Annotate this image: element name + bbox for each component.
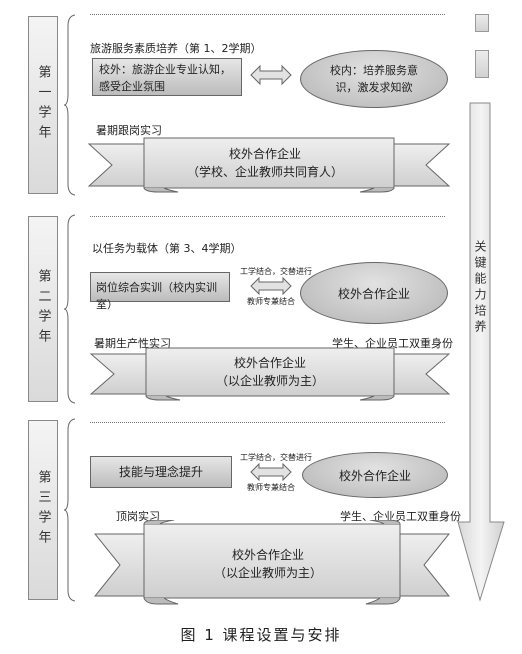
year-3-banner-title: 校外合作企业 [231,548,304,562]
year-1-topic: 旅游服务素质培养（第 1、2学期） [90,42,262,55]
figure-caption: 图 1 课程设置与安排 [180,626,342,644]
year-3-internship-label: 顶岗实习 [116,510,160,523]
year-2-topic: 以任务为载体（第 3、4学期） [92,242,242,255]
year-2-banner-title: 校外合作企业 [233,356,306,370]
year-1-left-box: 校外：旅游企业专业认知，感受企业氛围 [92,58,242,96]
year-2-arrow-bottom-label: 教师专兼结合 [247,297,295,306]
year-3-arrow-bottom-label: 教师专兼结合 [247,483,295,492]
year-2-right-ellipse-text: 校外合作企业 [337,286,410,301]
year-1-divider [90,14,445,15]
year-2-brace [64,214,76,404]
year-1-banner-title: 校外合作企业 [228,147,301,161]
year-3-right-ellipse: 校外合作企业 [302,452,448,498]
year-2-internship-label: 暑期生产性实习 [94,337,171,350]
side-down-arrow [457,102,505,602]
year-2-dual-identity: 学生、企业员工双重身份 [332,337,453,350]
year-1-banner-sub: （学校、企业教师共同育人） [186,165,343,179]
year-3-banner-sub: （以企业教师为主） [213,566,322,580]
year-2-divider [90,216,445,217]
year-1-double-arrow [250,64,292,86]
year-1-internship-label: 暑期跟岗实习 [96,124,162,137]
side-square-2 [475,50,489,78]
side-square-1 [475,14,489,32]
year-3-arrow-top-label: 工学结合，交替进行 [240,453,312,462]
year-2-banner-text: 校外合作企业 （以企业教师为主） [155,354,385,390]
year-3-right-ellipse-text: 校外合作企业 [338,468,411,483]
year-3-banner-text: 校外合作企业 （以企业教师为主） [158,546,378,582]
year-2-banner [90,347,450,401]
year-2-left-box: 岗位综合实训（校内实训室） [90,272,230,311]
year-2-right-ellipse: 校外合作企业 [300,262,448,324]
year-3-divider [90,422,445,423]
year-1-label: 第一学年 [28,16,58,194]
year-1-right-ellipse: 校内：培养服务意识，激发求知欲 [300,50,448,108]
year-1-right-ellipse-text: 校内：培养服务意识，激发求知欲 [330,64,418,94]
side-arrow-label: 关键能力培养 [473,240,487,336]
year-2-label: 第二学年 [28,216,58,402]
year-1-banner [88,137,450,193]
year-3-brace [64,418,76,602]
year-3-double-arrow [250,463,292,481]
year-1-brace [64,14,76,196]
year-3-left-box: 技能与理念提升 [90,456,232,488]
year-2-double-arrow [250,277,292,295]
year-1-banner-text: 校外合作企业 （学校、企业教师共同育人） [150,145,380,181]
year-2-arrow-top-label: 工学结合，交替进行 [240,267,312,276]
year-2-banner-sub: （以企业教师为主） [215,374,324,388]
year-3-label: 第三学年 [28,420,58,600]
year-3-banner [94,520,450,605]
